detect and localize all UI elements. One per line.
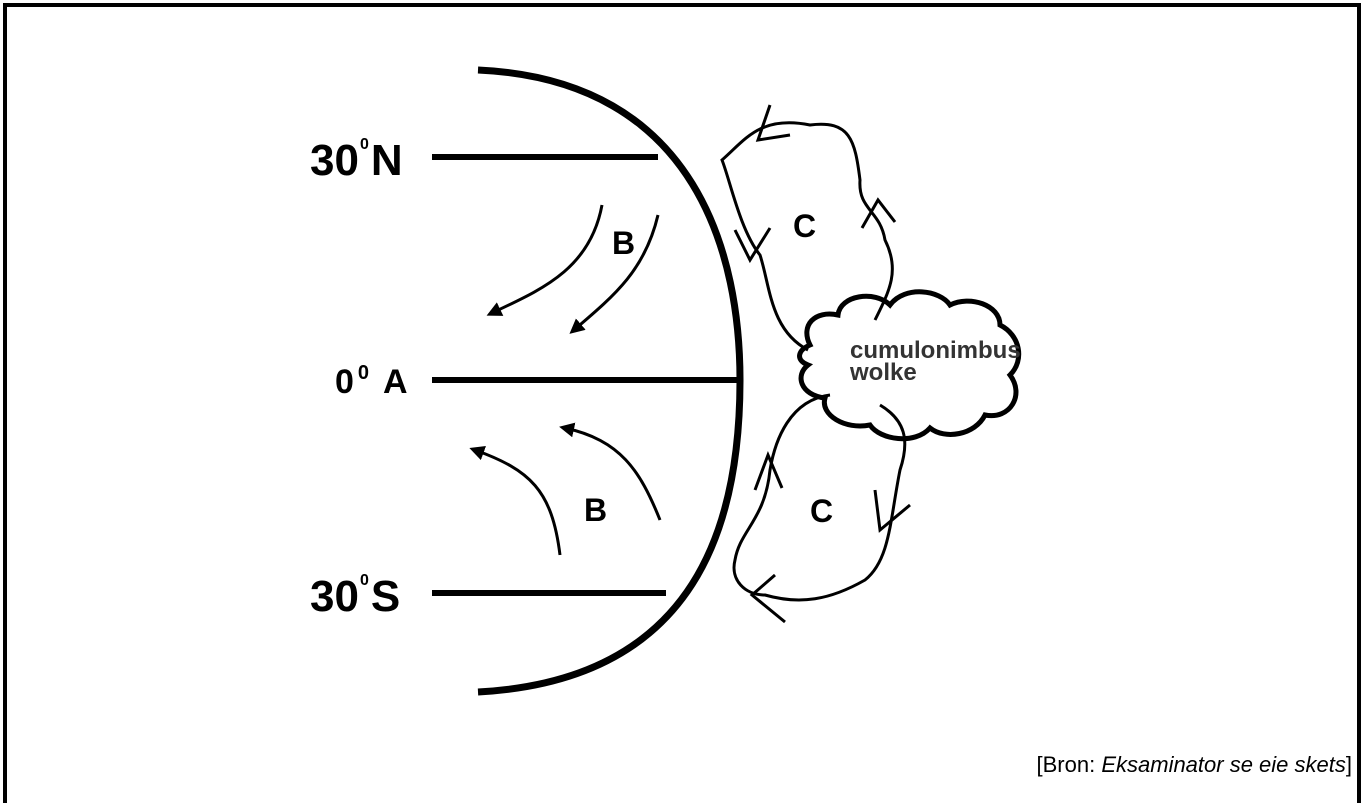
cell-south-arrow-bottom (749, 573, 786, 624)
label-c-north: C (793, 208, 817, 244)
convection-cell-south (732, 393, 907, 602)
cell-north-arrow-left (733, 227, 772, 264)
diagram-frame (3, 3, 1361, 803)
latitude-label-30n: 300N (310, 137, 403, 183)
source-title: Eksaminator se eie skets (1101, 752, 1346, 777)
degree-symbol: 0 (359, 572, 369, 589)
trade-wind-arrow-nw-2 (569, 214, 660, 334)
latitude-number: 0 (335, 363, 354, 401)
cell-south-arrow-right (873, 489, 911, 533)
degree-symbol: 0 (359, 136, 369, 153)
latitude-number: 30 (310, 136, 359, 185)
label-b-south: B (584, 492, 608, 528)
trade-wind-arrow-nw-1 (486, 204, 604, 316)
cloud-label-line1: cumulonimbus (850, 337, 1021, 364)
equator-letter: A (383, 363, 408, 401)
label-c-south: C (810, 493, 834, 529)
latitude-number: 30 (310, 572, 359, 621)
cloud-label: cumulonimbus wolke (850, 337, 1021, 386)
source-close: ] (1345, 752, 1352, 777)
convection-cell-north (720, 121, 894, 352)
trade-wind-arrow-sw-1 (469, 446, 562, 556)
degree-symbol: 0 (357, 362, 370, 384)
cell-north-arrow-right (860, 197, 897, 229)
label-b-north: B (612, 225, 636, 261)
source-caption: [Bron: Eksaminator se eie skets] (1037, 752, 1352, 778)
cell-south-arrow-left (753, 450, 784, 491)
cloud-label-line2: wolke (850, 359, 917, 386)
latitude-label-30s: 300S (310, 573, 400, 619)
latitude-letter: S (370, 572, 401, 621)
cumulonimbus-cloud (797, 289, 1022, 442)
latitude-letter: N (370, 136, 403, 185)
cell-north-arrow-top (755, 104, 791, 142)
trade-wind-arrow-sw-2 (559, 422, 662, 521)
source-open: [Bron: (1036, 752, 1102, 777)
